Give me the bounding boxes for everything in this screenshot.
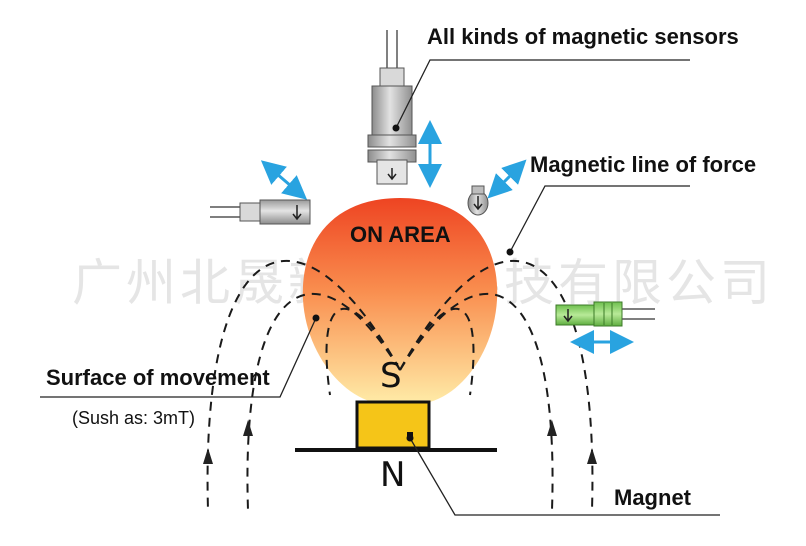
field-arrows xyxy=(203,420,597,464)
field-lines xyxy=(206,259,594,511)
on-area-label: ON AREA xyxy=(350,222,451,247)
leader-lines xyxy=(40,59,720,516)
side-sensor-icon xyxy=(210,199,311,225)
diagonal-move-arrow-icon xyxy=(487,159,527,199)
green-sensor-icon xyxy=(555,301,655,327)
surface-label: Surface of movement xyxy=(46,365,270,390)
sensors-label: All kinds of magnetic sensors xyxy=(427,24,739,49)
side-move-arrow-icon xyxy=(260,160,308,200)
surface-note-label: (Sush as: 3mT) xyxy=(72,408,195,428)
leader-dots xyxy=(312,124,514,442)
on-area-region xyxy=(302,198,498,402)
magnet-label: Magnet xyxy=(614,485,692,510)
magnet: N xyxy=(295,400,497,495)
small-sensor-icon xyxy=(467,185,489,216)
south-pole-label: S xyxy=(380,356,402,396)
north-pole-label: N xyxy=(380,455,405,495)
vertical-sensor-icon xyxy=(367,30,417,185)
line-of-force-label: Magnetic line of force xyxy=(530,152,756,177)
